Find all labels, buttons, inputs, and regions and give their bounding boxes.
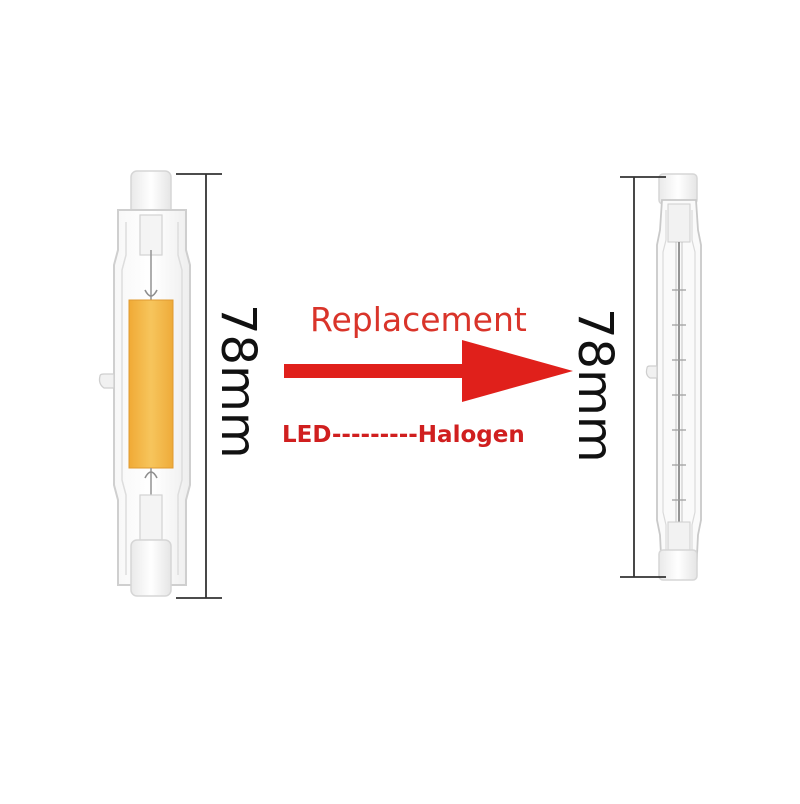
led-lamp xyxy=(98,170,191,597)
led-bottom-cap xyxy=(130,539,172,597)
replacement-label: Replacement xyxy=(310,300,527,339)
led-halogen-label: LED---------Halogen xyxy=(282,422,525,448)
left-dimension-line xyxy=(176,173,222,599)
right-dimension-line xyxy=(620,176,666,578)
halogen-bottom-cap xyxy=(658,549,698,581)
led-cob-chip xyxy=(129,300,173,468)
replacement-arrow xyxy=(284,340,573,402)
led-length-label: 78mm xyxy=(210,304,266,459)
led-top-cap xyxy=(130,170,172,216)
halogen-length-label: 78mm xyxy=(567,308,623,463)
halogen-lamp xyxy=(645,173,702,581)
